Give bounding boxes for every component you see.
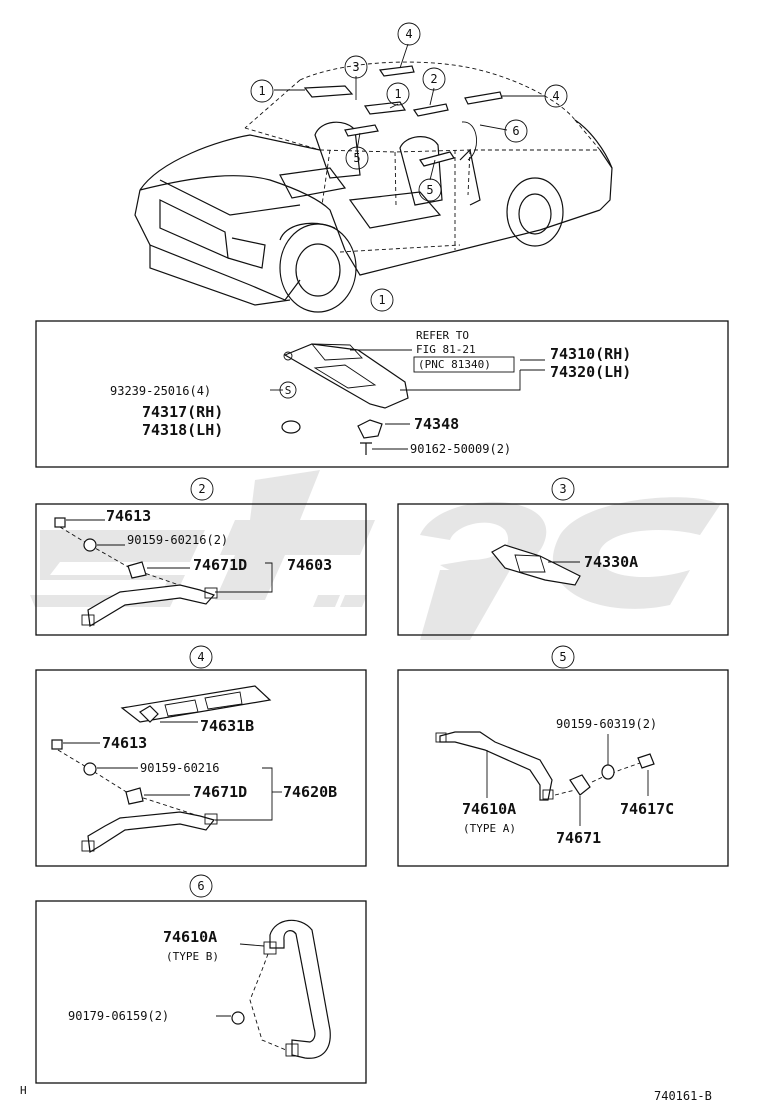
- part-74348: 74348: [414, 415, 459, 433]
- section-4-number: 4: [197, 650, 204, 664]
- part-90162: 90162-50009(2): [410, 442, 511, 456]
- s6-type-b: (TYPE B): [166, 950, 219, 963]
- callout-2: 2: [430, 72, 437, 86]
- s3-part-74330a: 74330A: [584, 553, 638, 571]
- s6-part-90179: 90179-06159(2): [68, 1009, 169, 1023]
- callout-3: 3: [352, 60, 359, 74]
- section-3-number: 3: [559, 482, 566, 496]
- car-overview-illustration: [134, 43, 613, 313]
- section-1-sun-visor: 1 S REFER TO FIG 81-21 (PNC 81340) 74310…: [35, 288, 729, 468]
- s2-part-74671d: 74671D: [193, 556, 247, 574]
- s4-part-74620b: 74620B: [283, 783, 337, 801]
- section-2-number: 2: [198, 482, 205, 496]
- section-5-assist-grip: 5 90159-60319(2) 74610A (TYPE A) 74617C …: [397, 645, 729, 867]
- s6-part-74610a: 74610A: [163, 928, 217, 946]
- section-6-assist-grip: 6 74610A (TYPE B) 90179-06159(2): [35, 874, 367, 1084]
- footer-mark: H: [20, 1084, 27, 1097]
- section-4-assist-grip: 4 74631B 74613 90159-60216 74671D 74620B: [35, 645, 367, 867]
- watermark-logo: [30, 470, 720, 640]
- s2-part-74613: 74613: [106, 507, 151, 525]
- part-74320: 74320(LH): [550, 363, 631, 381]
- part-93239: 93239-25016(4): [110, 384, 211, 398]
- callout-5a: 5: [353, 151, 360, 165]
- callout-4a: 4: [405, 27, 412, 41]
- s2-part-74603: 74603: [287, 556, 332, 574]
- s5-part-74617c: 74617C: [620, 800, 674, 818]
- s5-part-74671: 74671: [556, 829, 601, 847]
- section-6-number: 6: [197, 879, 204, 893]
- part-74317: 74317(RH): [142, 403, 223, 421]
- section-5-number: 5: [559, 650, 566, 664]
- part-74310: 74310(RH): [550, 345, 631, 363]
- callout-5b: 5: [426, 183, 433, 197]
- screw-symbol-label: S: [285, 384, 292, 397]
- s4-part-74671d: 74671D: [193, 783, 247, 801]
- overview-callouts: 1 3 4 2 1 4 6 5 5: [250, 22, 568, 202]
- section-3-visor-holder: 3 74330A: [397, 477, 729, 636]
- s4-part-74631b: 74631B: [200, 717, 254, 735]
- s5-part-90159: 90159-60319(2): [556, 717, 657, 731]
- section-1-number: 1: [378, 293, 385, 307]
- s5-type-a: (TYPE A): [463, 822, 516, 835]
- figure-code: 740161-B: [654, 1089, 712, 1103]
- callout-1b: 1: [394, 87, 401, 101]
- part-74318: 74318(LH): [142, 421, 223, 439]
- s4-part-74613: 74613: [102, 734, 147, 752]
- s4-part-90159: 90159-60216: [140, 761, 219, 775]
- callout-1a: 1: [258, 84, 265, 98]
- s5-part-74610a: 74610A: [462, 800, 516, 818]
- s2-part-90159: 90159-60216(2): [127, 533, 228, 547]
- callout-6: 6: [512, 124, 519, 138]
- refer-line-3: (PNC 81340): [418, 358, 491, 371]
- refer-line-2: FIG 81-21: [416, 343, 476, 356]
- callout-4b: 4: [552, 89, 559, 103]
- refer-line-1: REFER TO: [416, 329, 469, 342]
- section-2-assist-grip: 2 74613 90159-60216(2) 74671D 74603: [35, 477, 367, 636]
